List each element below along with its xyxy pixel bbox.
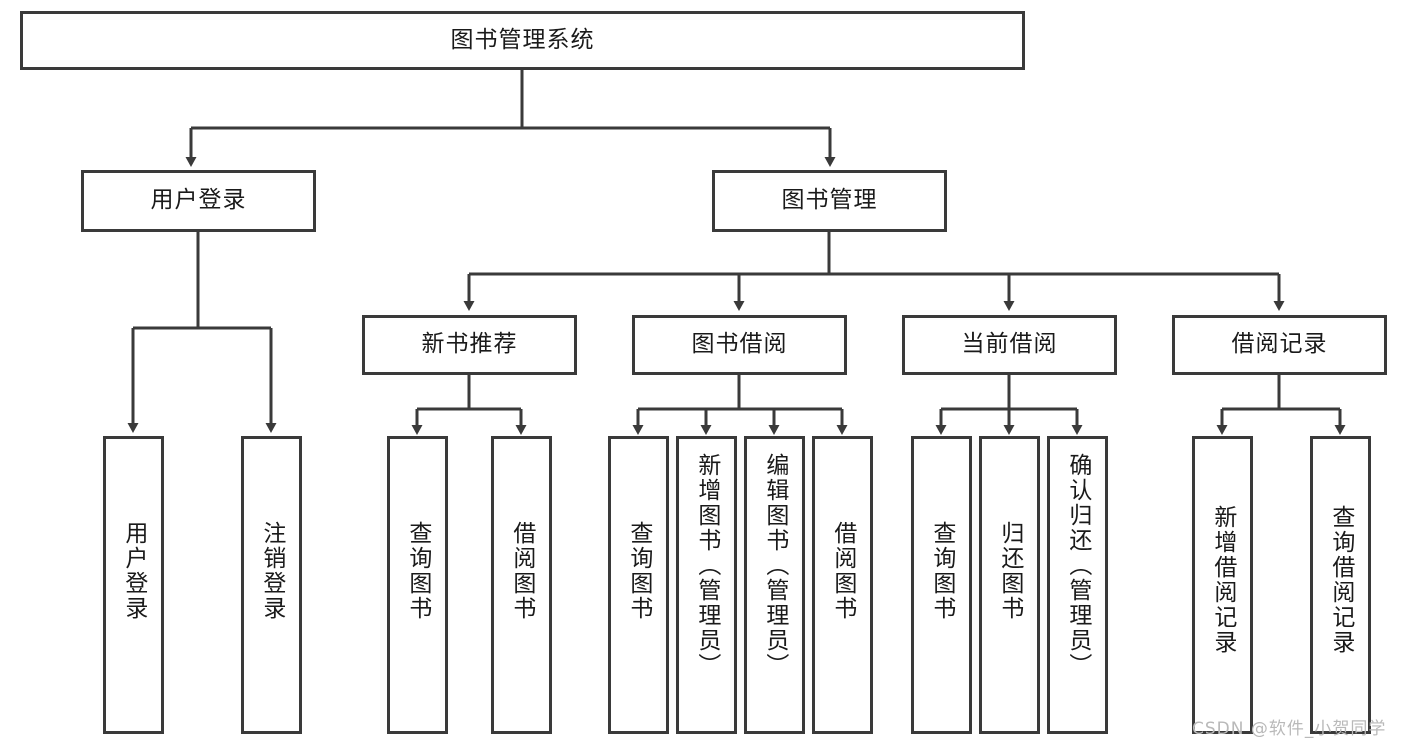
node-book-management[interactable]: 图书管理 (712, 170, 947, 232)
leaf-user-login-logout[interactable]: 注销登录 (241, 436, 302, 734)
leaf-label: 新增图书（管理员） (693, 453, 720, 678)
watermark: CSDN @软件_小贺同学 (1192, 719, 1387, 739)
node-label: 用户登录 (150, 187, 247, 214)
leaf-borrow-edit-book-admin[interactable]: 编辑图书（管理员） (744, 436, 805, 734)
node-label: 新书推荐 (421, 331, 518, 358)
node-user-login[interactable]: 用户登录 (81, 170, 316, 232)
leaf-borrow-query-book[interactable]: 查询图书 (608, 436, 669, 734)
leaf-label: 查询图书 (928, 521, 955, 621)
leaf-label: 查询图书 (404, 521, 431, 621)
leaf-label: 归还图书 (996, 521, 1023, 621)
leaf-borrow-add-book-admin[interactable]: 新增图书（管理员） (676, 436, 737, 734)
node-new-book-recommend[interactable]: 新书推荐 (362, 315, 577, 375)
leaf-current-return-book[interactable]: 归还图书 (979, 436, 1040, 734)
node-label: 图书借阅 (691, 331, 788, 358)
leaf-recommend-borrow-book[interactable]: 借阅图书 (491, 436, 552, 734)
leaf-label: 确认归还（管理员） (1064, 453, 1091, 678)
node-book-borrow[interactable]: 图书借阅 (632, 315, 847, 375)
leaf-label: 借阅图书 (508, 521, 535, 621)
leaf-current-query-book[interactable]: 查询图书 (911, 436, 972, 734)
node-current-borrow[interactable]: 当前借阅 (902, 315, 1117, 375)
leaf-label: 注销登录 (258, 521, 285, 621)
leaf-record-add-record[interactable]: 新增借阅记录 (1192, 436, 1253, 734)
node-label: 图书管理系统 (450, 26, 595, 53)
leaf-label: 编辑图书（管理员） (761, 453, 788, 678)
node-label: 当前借阅 (961, 331, 1058, 358)
leaf-record-query-record[interactable]: 查询借阅记录 (1310, 436, 1371, 734)
leaf-current-confirm-return-admin[interactable]: 确认归还（管理员） (1047, 436, 1108, 734)
leaf-label: 查询借阅记录 (1327, 505, 1354, 655)
leaf-label: 用户登录 (120, 521, 147, 621)
leaf-borrow-borrow-book[interactable]: 借阅图书 (812, 436, 873, 734)
leaf-user-login-login[interactable]: 用户登录 (103, 436, 164, 734)
leaf-label: 新增借阅记录 (1209, 505, 1236, 655)
node-label: 图书管理 (781, 187, 878, 214)
node-borrow-record[interactable]: 借阅记录 (1172, 315, 1387, 375)
leaf-recommend-query-book[interactable]: 查询图书 (387, 436, 448, 734)
node-root-system[interactable]: 图书管理系统 (20, 11, 1025, 70)
node-label: 借阅记录 (1231, 331, 1328, 358)
leaf-label: 查询图书 (625, 521, 652, 621)
leaf-label: 借阅图书 (829, 521, 856, 621)
